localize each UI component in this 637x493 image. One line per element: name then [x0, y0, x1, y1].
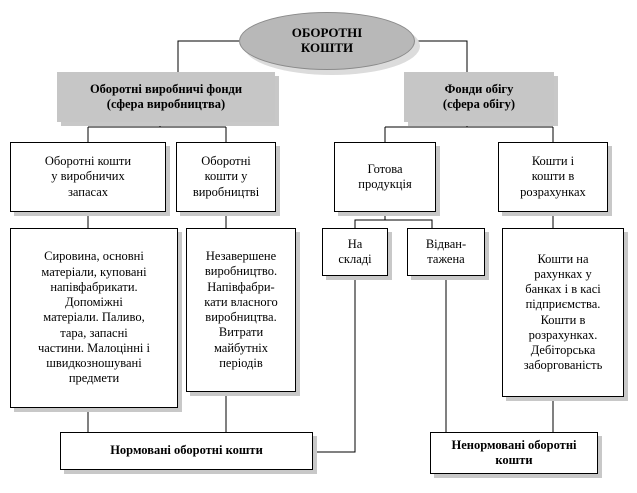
- node-stocks: Оборотні кошти у виробничих запасах: [10, 142, 166, 212]
- connector-root-right: [415, 40, 468, 72]
- node-shipped: Відван- тажена: [407, 228, 485, 276]
- node-production-funds: Оборотні виробничі фонди (сфера виробниц…: [57, 72, 275, 122]
- node-circulation-funds: Фонди обігу (сфера обігу): [404, 72, 554, 122]
- node-normed-working-capital: Нормовані оборотні кошти: [60, 432, 313, 470]
- node-materials: Сировина, основні матеріали, куповані на…: [10, 228, 178, 408]
- connector-finished-shipped: [385, 219, 433, 228]
- connector-root-left: [177, 40, 239, 72]
- node-wip: Незавершене виробництво. Напівфабри- кат…: [186, 228, 296, 392]
- node-finished-goods: Готова продукція: [334, 142, 436, 212]
- connector-finished-split: [354, 212, 386, 228]
- connector-warehouse-normed: [313, 276, 356, 453]
- node-warehouse: На складі: [322, 228, 388, 276]
- node-settlements: Кошти і кошти в розрахунках: [498, 142, 608, 212]
- node-unnormed-working-capital: Ненормовані оборотні кошти: [430, 432, 598, 474]
- node-in-production: Оборотні кошти у виробництві: [176, 142, 276, 212]
- node-cash: Кошти на рахунках у банках і в касі підп…: [502, 228, 624, 397]
- root-node: ОБОРОТНІ КОШТИ: [239, 12, 415, 70]
